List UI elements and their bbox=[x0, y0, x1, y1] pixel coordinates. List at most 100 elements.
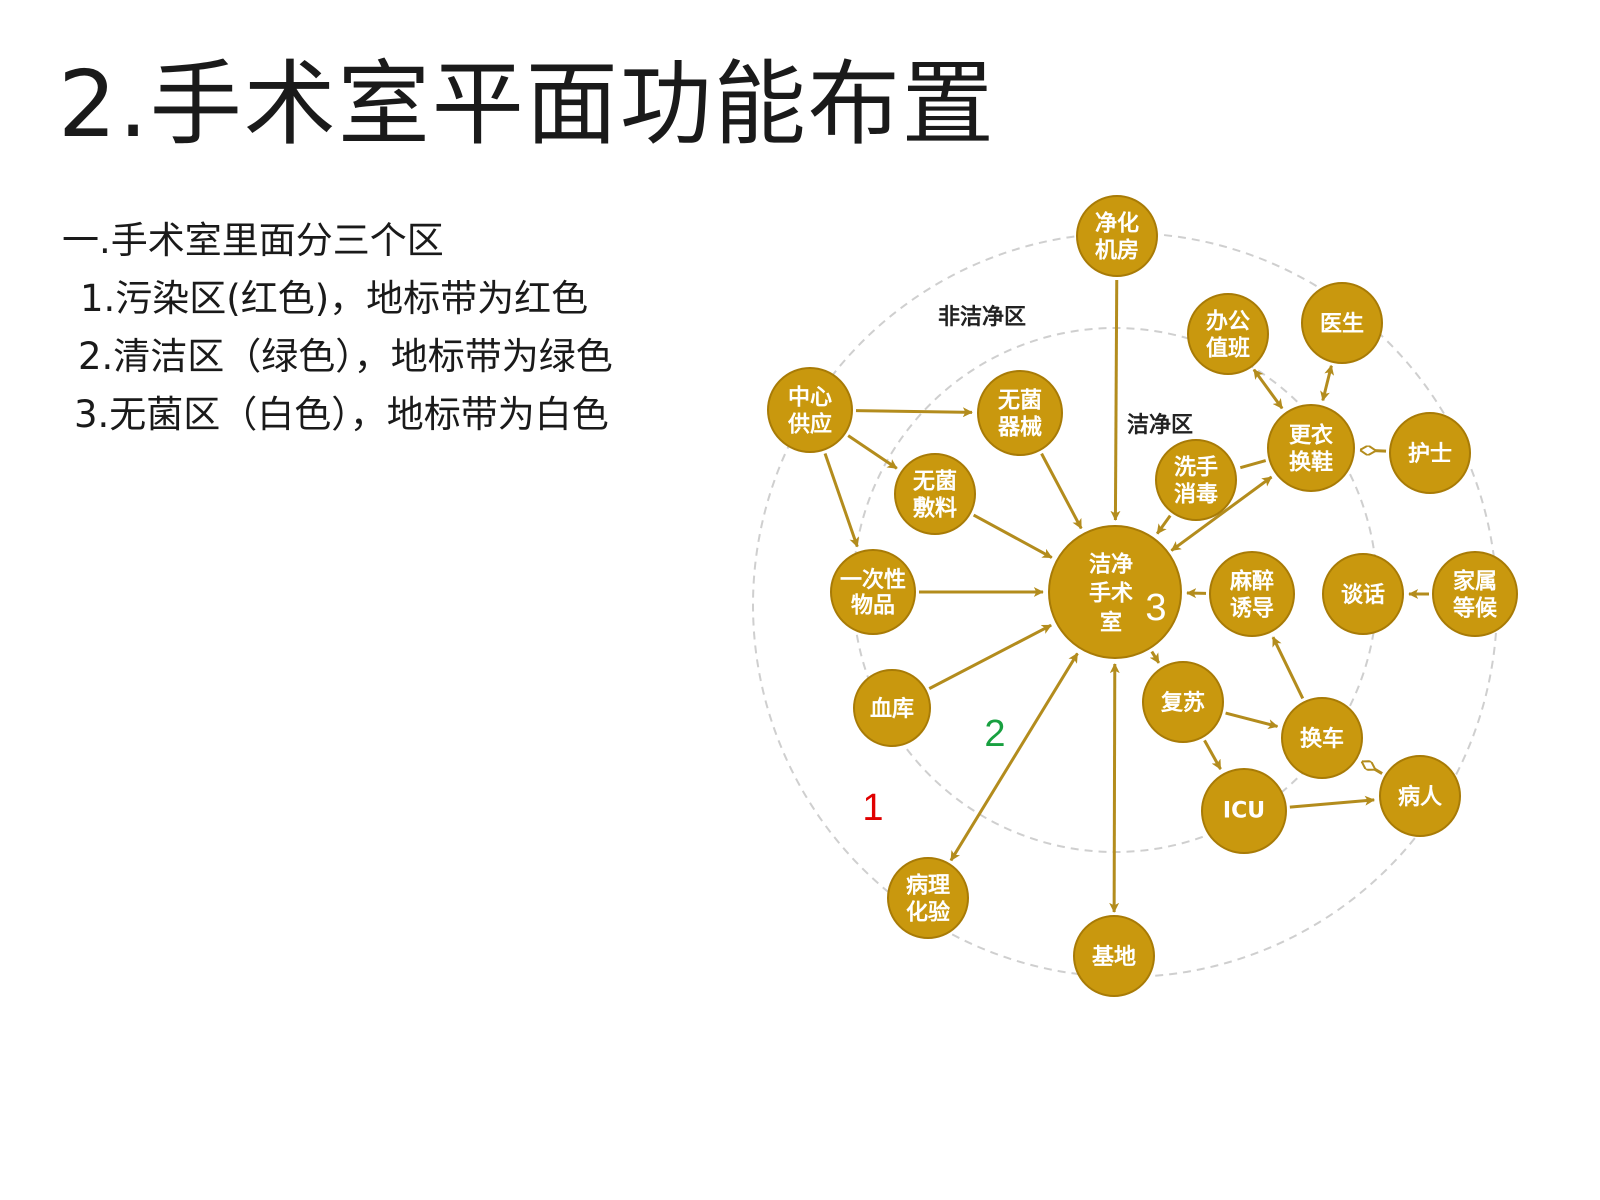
node-label-patient-0: 病人 bbox=[1398, 784, 1442, 810]
node-circle-pathology bbox=[887, 857, 969, 939]
bullet-heading: 一.手术室里面分三个区 bbox=[62, 219, 444, 262]
node-label-supply-0: 中心 bbox=[788, 386, 832, 411]
node-circle-office bbox=[1187, 293, 1269, 375]
link-recovery-icu bbox=[1203, 739, 1222, 770]
node-label-center-2: 室 bbox=[1100, 610, 1122, 636]
node-label-office-1: 值班 bbox=[1206, 335, 1250, 361]
node-label-center-1: 手术 bbox=[1089, 582, 1133, 607]
link-bedchange-anesthesia bbox=[1271, 636, 1305, 700]
link-nurse-changing bbox=[1360, 450, 1387, 451]
node-base: 基地 bbox=[1073, 915, 1155, 997]
node-doctor: 医生 bbox=[1301, 282, 1383, 364]
node-label-family-0: 家属 bbox=[1453, 569, 1497, 595]
link-scrub-center bbox=[1155, 514, 1172, 535]
node-label-purify-1: 机房 bbox=[1095, 237, 1139, 263]
node-circle-disposable bbox=[830, 549, 916, 635]
node-label-sterile_dressing-0: 无菌 bbox=[913, 470, 957, 495]
node-label-base-0: 基地 bbox=[1092, 945, 1136, 970]
bullet-contaminated-zone: 1.污染区(红色)，地标带为红色 bbox=[80, 277, 589, 320]
node-label-office-0: 办公 bbox=[1206, 310, 1250, 335]
zone-number-clean: 2 bbox=[984, 713, 1005, 755]
node-label-purify-0: 净化 bbox=[1095, 211, 1139, 237]
zone-label-non-clean: 非洁净区 bbox=[938, 304, 1026, 330]
node-label-supply-1: 供应 bbox=[787, 411, 832, 437]
node-circle-icu bbox=[1201, 768, 1287, 854]
link-supply-disposable bbox=[823, 452, 860, 548]
diagram-nodes: 洁净手术室净化机房中心供应无菌器械无菌敷料一次性物品血库病理化验基地办公值班医生… bbox=[767, 195, 1518, 997]
link-bloodbank-center bbox=[928, 623, 1052, 690]
node-circle-doctor bbox=[1301, 282, 1383, 364]
node-circle-family bbox=[1432, 551, 1518, 637]
node-label-talk-0: 谈话 bbox=[1341, 583, 1385, 608]
link-doctor-changing bbox=[1320, 364, 1335, 402]
node-label-disposable-1: 物品 bbox=[851, 592, 895, 618]
node-label-changing-0: 更衣 bbox=[1289, 423, 1333, 449]
node-bloodbank: 血库 bbox=[853, 669, 931, 747]
link-center-recovery bbox=[1149, 650, 1161, 664]
node-label-anesthesia-1: 诱导 bbox=[1230, 596, 1274, 621]
node-label-sterile_instr-1: 器械 bbox=[997, 415, 1042, 440]
link-center-changing bbox=[1170, 475, 1273, 552]
zone-number-contaminated: 1 bbox=[862, 787, 883, 829]
zone-description: 一.手术室里面分三个区 1.污染区(红色)，地标带为红色 2.清洁区（绿色），地… bbox=[62, 212, 613, 444]
node-circle-scrub bbox=[1155, 439, 1237, 521]
link-supply-sterile_instr bbox=[855, 407, 973, 418]
node-circle-nurse bbox=[1389, 412, 1471, 494]
node-circle-sterile_dressing bbox=[894, 453, 976, 535]
bullet-sterile-zone: 3.无菌区（白色），地标带为白色 bbox=[74, 393, 609, 436]
node-label-sterile_instr-0: 无菌 bbox=[998, 389, 1042, 414]
link-sterile_instr-center bbox=[1040, 452, 1083, 530]
link-pathology-center bbox=[949, 652, 1079, 862]
link-supply-sterile_dressing bbox=[847, 434, 898, 470]
node-circle-bedchange bbox=[1281, 697, 1363, 779]
slide-title: 2.手术室平面功能布置 bbox=[58, 51, 996, 158]
node-circle-talk bbox=[1322, 553, 1404, 635]
node-label-scrub-1: 消毒 bbox=[1174, 481, 1218, 507]
link-office-changing bbox=[1252, 368, 1284, 410]
node-circle-anesthesia bbox=[1209, 551, 1295, 637]
node-bedchange: 换车 bbox=[1281, 697, 1363, 779]
node-label-disposable-0: 一次性 bbox=[840, 567, 906, 593]
bullet-clean-zone: 2.清洁区（绿色），地标带为绿色 bbox=[78, 335, 613, 378]
node-label-pathology-1: 化验 bbox=[906, 899, 950, 925]
node-label-changing-1: 换鞋 bbox=[1289, 449, 1333, 475]
node-label-bedchange-0: 换车 bbox=[1300, 726, 1344, 752]
node-label-recovery-0: 复苏 bbox=[1160, 690, 1205, 716]
link-base-center bbox=[1109, 663, 1120, 913]
node-label-icu-0: ICU bbox=[1223, 798, 1265, 823]
node-talk: 谈话 bbox=[1322, 553, 1404, 635]
node-patient: 病人 bbox=[1379, 755, 1461, 837]
link-changing-scrub bbox=[1239, 459, 1267, 470]
node-recovery: 复苏 bbox=[1142, 661, 1224, 743]
node-circle-patient bbox=[1379, 755, 1461, 837]
node-circle-purify bbox=[1076, 195, 1158, 277]
node-circle-center bbox=[1048, 525, 1182, 659]
link-patient-bedchange bbox=[1362, 760, 1383, 775]
node-label-sterile_dressing-1: 敷料 bbox=[913, 495, 957, 521]
node-label-scrub-0: 洗手 bbox=[1174, 456, 1218, 481]
node-label-family-1: 等候 bbox=[1453, 595, 1498, 621]
node-circle-changing bbox=[1267, 404, 1355, 492]
link-purify-center bbox=[1110, 279, 1121, 521]
node-circle-supply bbox=[767, 367, 853, 453]
node-circle-base bbox=[1073, 915, 1155, 997]
diagram-links bbox=[823, 279, 1429, 913]
node-circle-bloodbank bbox=[853, 669, 931, 747]
node-label-anesthesia-0: 麻醉 bbox=[1229, 569, 1274, 595]
link-icu-patient bbox=[1289, 795, 1375, 809]
zone-label-clean: 洁净区 bbox=[1127, 412, 1193, 438]
node-label-bloodbank-0: 血库 bbox=[870, 696, 914, 722]
node-icu: ICU bbox=[1201, 768, 1287, 854]
node-label-nurse-0: 护士 bbox=[1408, 442, 1452, 467]
node-label-center-0: 洁净 bbox=[1089, 551, 1133, 577]
